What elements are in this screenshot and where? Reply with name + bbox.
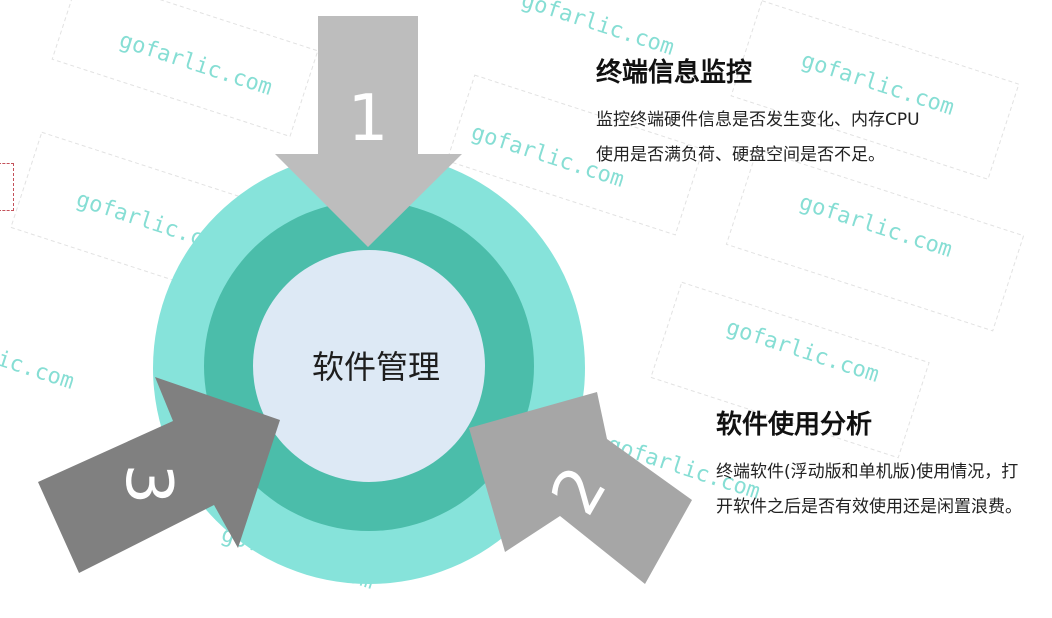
section-heading: 软件使用分析 xyxy=(716,410,873,440)
section-body-line: 监控终端硬件信息是否发生变化、内存CPU xyxy=(596,110,920,130)
section-heading: 终端信息监控 xyxy=(596,58,753,88)
watermark-frame xyxy=(650,281,930,459)
arrow-2: 2 xyxy=(469,392,692,584)
watermark-frame xyxy=(730,0,1020,180)
watermark-frame xyxy=(725,148,1025,332)
watermark-text: gofarlic.com xyxy=(0,322,77,395)
section-terminal-info: 终端信息监控 监控终端硬件信息是否发生变化、内存CPU 使用是否满负荷、硬盘空间… xyxy=(596,52,920,173)
watermark-text: gofarlic.com xyxy=(723,315,882,388)
section-body: 终端软件(浮动版和单机版)使用情况，打 开软件之后是否有效使用还是闲置浪费。 xyxy=(716,455,1022,525)
arrow-3: 3 xyxy=(38,377,280,573)
watermark-text: gofarlic.com xyxy=(116,28,275,101)
section-body-line: 使用是否满负荷、硬盘空间是否不足。 xyxy=(596,145,885,165)
section-body: 监控终端硬件信息是否发生变化、内存CPU 使用是否满负荷、硬盘空间是否不足。 xyxy=(596,103,920,173)
watermark-frame xyxy=(446,74,704,236)
watermark-frame xyxy=(51,0,319,138)
arrow-3-number: 3 xyxy=(111,464,185,505)
left-edge-marker xyxy=(0,163,14,211)
inner-circle xyxy=(253,250,485,482)
section-software-usage: 软件使用分析 终端软件(浮动版和单机版)使用情况，打 开软件之后是否有效使用还是… xyxy=(716,404,1022,525)
arrow-3-shape xyxy=(38,377,280,573)
section-body-line: 开软件之后是否有效使用还是闲置浪费。 xyxy=(716,497,1022,517)
arrow-1-shape xyxy=(275,16,462,247)
center-label: 软件管理 xyxy=(312,348,440,386)
arrow-1-number: 1 xyxy=(348,82,389,156)
section-body-line: 终端软件(浮动版和单机版)使用情况，打 xyxy=(716,462,1019,482)
arrow-2-shape xyxy=(469,392,692,584)
arrow-1: 1 xyxy=(275,16,462,247)
watermark-text: gofarlic.com xyxy=(796,190,955,263)
